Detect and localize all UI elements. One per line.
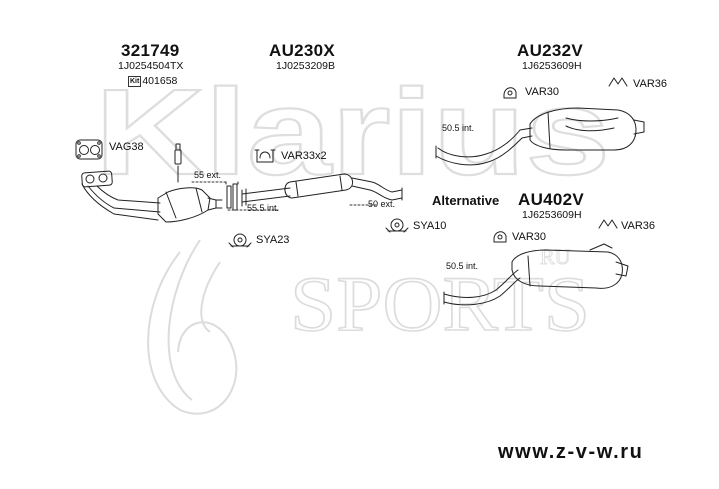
oem-number-au402v: 1J6253609H — [522, 209, 582, 221]
var33x2-label: VAR33x2 — [281, 150, 327, 162]
var36-top-label: VAR36 — [633, 78, 668, 90]
rear-silencer-icon — [435, 107, 645, 166]
var33-clamp-icon — [254, 149, 276, 163]
vag38-label: VAG38 — [109, 141, 144, 153]
var30-clip-top-icon — [503, 87, 517, 99]
website-link[interactable]: www.z-v-w.ru — [498, 441, 644, 463]
sports-logo-swirl — [147, 239, 238, 415]
front-pipe-catalyst-icon — [81, 143, 223, 223]
sports-watermark-text: SPORTS — [290, 260, 590, 347]
sya10-label: SYA10 — [413, 220, 447, 232]
klarius-watermark: Klarius — [95, 78, 611, 188]
sya10-mount-icon — [385, 218, 409, 233]
kit-number-value: 401658 — [142, 75, 178, 87]
dim-50-5-int-bottom: 50.5 int. — [446, 261, 479, 271]
part-number-au232v: AU232V — [517, 41, 584, 60]
sports-watermark: SPORTS RU — [147, 239, 591, 415]
var30-clip-bottom-icon — [493, 231, 507, 243]
flange-connector-icon — [225, 181, 239, 211]
sya23-mount-icon — [228, 233, 252, 248]
vag38-gasket-icon — [75, 139, 103, 160]
oem-number-au230x: 1J0253209B — [276, 60, 335, 72]
var36-bottom-label: VAR36 — [621, 220, 656, 232]
var30-top-label: VAR30 — [525, 86, 560, 98]
dimension-lines — [191, 181, 379, 211]
part-number-au402v: AU402V — [518, 190, 585, 209]
var30-bottom-label: VAR30 — [512, 231, 547, 243]
alternative-label: Alternative — [432, 193, 500, 208]
var36-hanger-top-icon — [608, 77, 628, 87]
middle-pipe-icon — [241, 173, 403, 207]
ru-watermark-text: RU — [540, 244, 571, 269]
oem-number-321749: 1J0254504TX — [118, 60, 184, 72]
dim-55-ext: 55 ext. — [194, 170, 222, 180]
part-number-au230x: AU230X — [269, 41, 336, 60]
var36-hanger-bottom-icon — [598, 219, 618, 229]
oem-number-au232v: 1J6253609H — [522, 60, 582, 72]
sya23-label: SYA23 — [256, 234, 290, 246]
dim-50-ext: 50 ext. — [368, 199, 396, 209]
part-number-321749: 321749 — [121, 41, 180, 60]
dim-50-5-int-top: 50.5 int. — [442, 123, 475, 133]
klarius-watermark-text: Klarius — [95, 78, 610, 188]
kit-badge-icon: Kit — [128, 76, 142, 87]
alternative-silencer-icon — [443, 243, 629, 306]
dim-55-5-int: 55.5 int. — [247, 203, 280, 213]
